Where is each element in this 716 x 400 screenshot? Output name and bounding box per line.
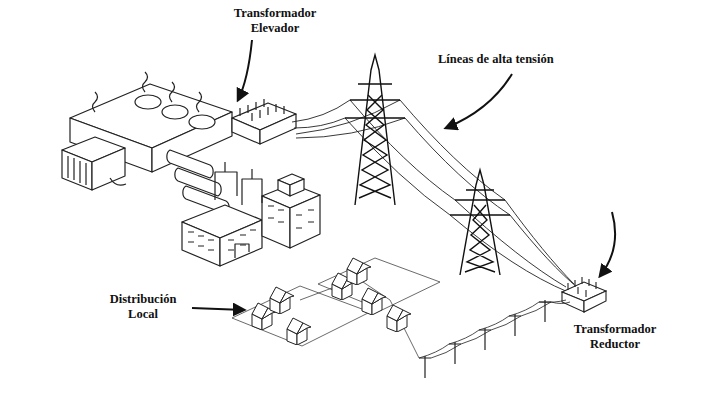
callout-label: Transformador Reductor — [560, 322, 670, 352]
callout-label: Transformador Elevador — [220, 6, 330, 36]
callout-label: Distribución Local — [100, 292, 186, 322]
callout-label: Líneas de alta tensión — [438, 52, 598, 67]
